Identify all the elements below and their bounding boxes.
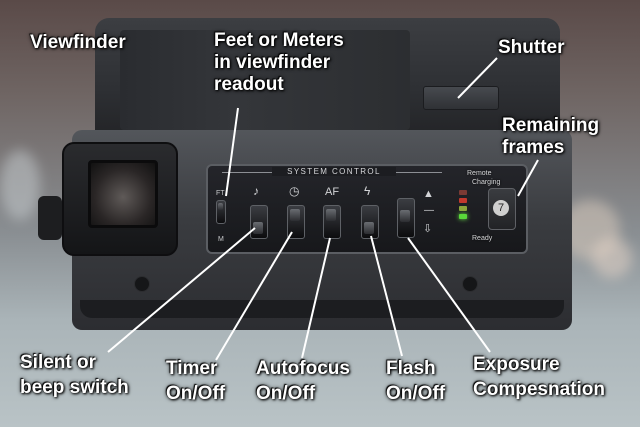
callout-flash-line1: Flash xyxy=(386,358,436,379)
callout-feet-meters-line2: in viewfinder xyxy=(214,52,331,73)
ready-label: Ready xyxy=(472,235,493,242)
minus-icon: — xyxy=(424,205,434,216)
music-note-icon: ♪ xyxy=(253,184,259,198)
remote-led xyxy=(459,190,467,195)
callout-exposure-line1: Exposure xyxy=(473,354,560,375)
ready-led xyxy=(459,214,467,219)
callout-remaining-frames: Remaining frames xyxy=(502,115,599,159)
remote-label: Remote xyxy=(467,170,492,177)
lightning-icon: ϟ xyxy=(364,184,371,198)
exposure-compensation-switch[interactable] xyxy=(397,198,415,238)
arrow-down-icon: ⇩ xyxy=(423,223,433,235)
callout-remaining-line2: frames xyxy=(502,137,565,158)
callout-feet-meters: Feet or Meters in viewfinder readout xyxy=(214,30,344,96)
callout-timer-line2: On/Off xyxy=(166,383,226,404)
silent-beep-switch[interactable] xyxy=(250,205,268,239)
leader-timer xyxy=(215,231,293,361)
callout-timer: Timer On/Off xyxy=(166,358,225,405)
callout-shutter: Shutter xyxy=(498,37,565,58)
autofocus-switch[interactable] xyxy=(323,205,341,239)
callout-timer-line1: Timer xyxy=(166,358,218,379)
camera-strap xyxy=(38,196,62,240)
shutter-button[interactable] xyxy=(423,86,499,110)
panel-title: SYSTEM CONTROL xyxy=(272,167,396,176)
ft-label: FT xyxy=(216,190,225,197)
timer-switch[interactable] xyxy=(287,205,305,239)
callout-exposure: Exposure Compesnation xyxy=(473,354,605,401)
charging-led xyxy=(459,198,467,203)
leader-silent xyxy=(107,227,256,353)
units-switch[interactable] xyxy=(216,200,226,224)
leader-exposure xyxy=(407,237,491,353)
af-label: AF xyxy=(325,186,340,198)
callout-feet-meters-line3: readout xyxy=(214,74,284,95)
callout-flash: Flash On/Off xyxy=(386,358,445,405)
callout-viewfinder: Viewfinder xyxy=(30,32,126,53)
callout-autofocus: Autofocus On/Off xyxy=(256,358,350,405)
callout-feet-meters-line1: Feet or Meters xyxy=(214,30,344,51)
callout-silent-beep: Silent or beep switch xyxy=(20,352,129,399)
callout-autofocus-line2: On/Off xyxy=(256,383,316,404)
m-label: M xyxy=(218,236,224,243)
leader-flash xyxy=(370,235,403,357)
callout-exposure-line2: Compesnation xyxy=(473,379,605,400)
frame-count: 7 xyxy=(493,200,509,216)
callout-remaining-line1: Remaining xyxy=(502,115,600,136)
leader-remaining xyxy=(517,159,539,197)
camera-top-ridge xyxy=(120,30,410,130)
bokeh-light xyxy=(592,238,632,278)
frame-counter-window xyxy=(488,188,516,230)
flash-switch[interactable] xyxy=(361,205,379,239)
charging-label: Charging xyxy=(472,179,501,186)
camera-foot xyxy=(134,276,150,292)
bokeh-light xyxy=(0,150,40,220)
leader-feet-meters xyxy=(225,107,239,197)
arrow-up-icon: ▲ xyxy=(423,188,434,200)
callout-flash-line2: On/Off xyxy=(386,383,446,404)
viewfinder-window xyxy=(88,160,158,228)
leader-shutter xyxy=(457,57,498,99)
timer-icon: ◷ xyxy=(289,184,300,198)
callout-silent-line1: Silent or xyxy=(20,352,97,373)
camera-base xyxy=(80,300,564,318)
callout-silent-line2: beep switch xyxy=(20,377,129,398)
callout-autofocus-line1: Autofocus xyxy=(256,358,350,379)
status-led-stack xyxy=(459,190,469,228)
camera-foot xyxy=(462,276,478,292)
leader-autofocus xyxy=(301,237,331,359)
status-led xyxy=(459,206,467,211)
